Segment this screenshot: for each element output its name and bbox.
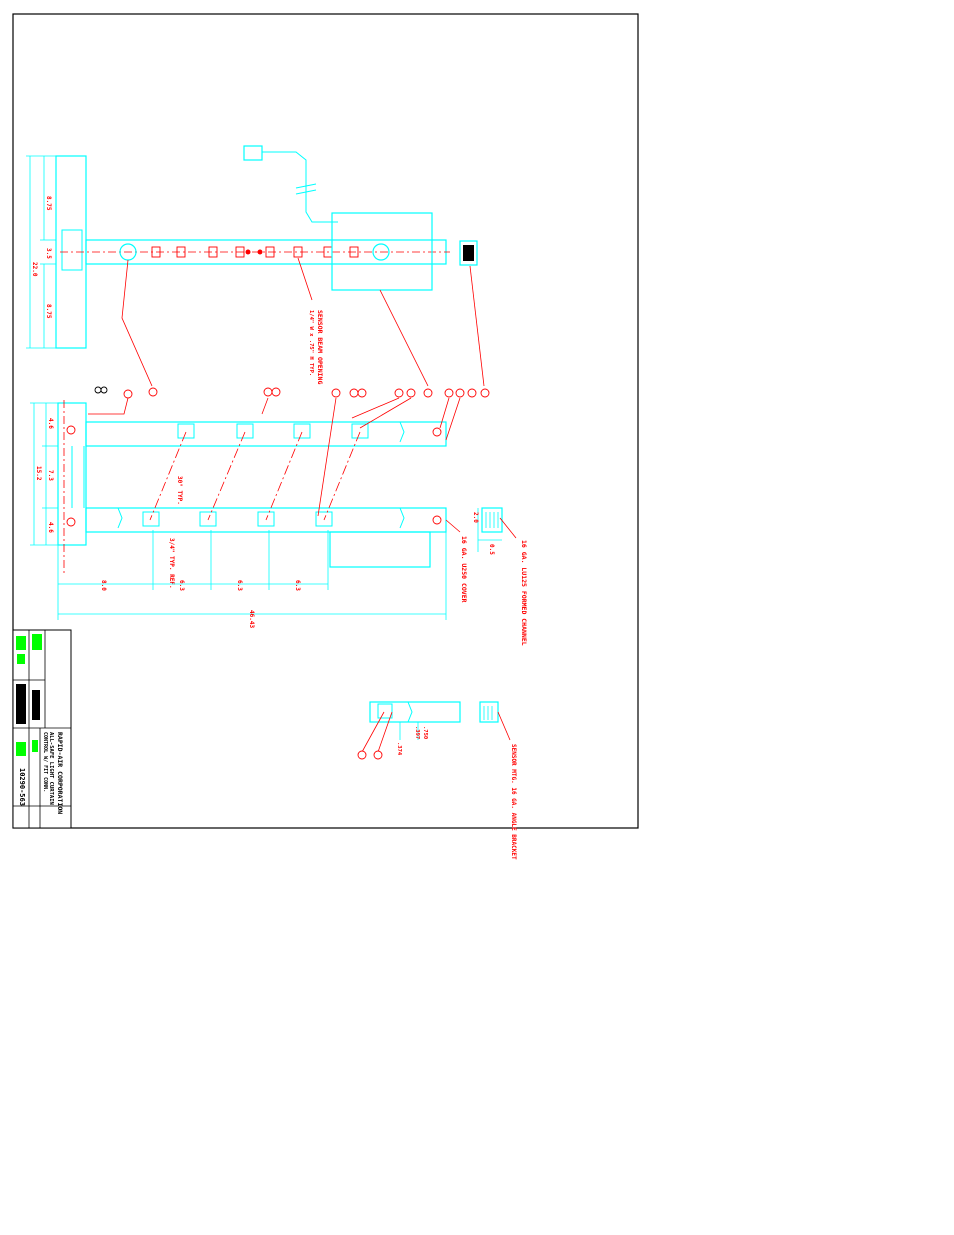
balloon bbox=[467, 388, 477, 398]
angle-typ-label: 30° TYP. bbox=[176, 476, 183, 505]
indicator-led-1 bbox=[245, 249, 251, 255]
top-dimensions bbox=[26, 155, 56, 349]
dim-width-b: 4.6 bbox=[47, 522, 54, 533]
dim-width-mid: 7.3 bbox=[47, 470, 54, 481]
balloon bbox=[349, 388, 359, 398]
dim-top-a: 8.75 bbox=[45, 196, 52, 211]
dim-width-total: 15.2 bbox=[35, 466, 42, 481]
balloon bbox=[331, 388, 341, 398]
bracket-profile bbox=[479, 701, 499, 723]
balloon bbox=[357, 388, 367, 398]
lower-sensors bbox=[142, 511, 333, 527]
end-bracket-top-inner bbox=[61, 229, 83, 271]
title-block bbox=[12, 629, 72, 829]
control-box bbox=[331, 212, 433, 291]
sensor-beam-label: SENSOR BEAM OPENING bbox=[316, 310, 324, 384]
indicator-led-2 bbox=[257, 249, 263, 255]
drawing-number: 10290-563 bbox=[18, 768, 26, 806]
title-sub: CONTROL W/ FIT CONN. bbox=[42, 732, 48, 792]
upper-sensors bbox=[177, 423, 369, 439]
balloon bbox=[455, 388, 465, 398]
rail-hole-lower bbox=[432, 515, 442, 525]
dim-seg3: 6.3 bbox=[236, 580, 243, 591]
balloon bbox=[423, 388, 433, 398]
drawing-border bbox=[12, 13, 639, 829]
dim-seg4: 6.3 bbox=[294, 580, 301, 591]
cable-break bbox=[295, 183, 317, 195]
channel-detail bbox=[477, 507, 517, 552]
balloon bbox=[357, 750, 367, 760]
balloon bbox=[480, 388, 490, 398]
detail-rail bbox=[369, 701, 461, 723]
mount-hole-right bbox=[372, 243, 390, 261]
balloon-black-pair bbox=[94, 386, 108, 394]
sensor-openings bbox=[151, 246, 359, 258]
cover-label: 16 GA. U250 COVER bbox=[460, 536, 468, 603]
dim-detail-a: .750 bbox=[422, 726, 428, 739]
balloon bbox=[271, 387, 281, 397]
dim-detail-c: .374 bbox=[396, 742, 402, 756]
balloon bbox=[123, 389, 133, 399]
balloon bbox=[444, 388, 454, 398]
channel-label: 16 GA. LU125 FORMED CHANNEL bbox=[520, 540, 528, 646]
dim-small-b: 0.5 bbox=[488, 544, 495, 555]
balloon bbox=[148, 387, 158, 397]
front-leaders bbox=[88, 397, 461, 533]
dim-top-b: 8.75 bbox=[45, 304, 52, 319]
front-view-assembly bbox=[57, 400, 447, 575]
top-view-assembly bbox=[55, 145, 478, 349]
channel-profile bbox=[481, 507, 503, 533]
dim-top-mid: 3.5 bbox=[45, 248, 52, 259]
title-company: RAPID-AIR CORPORATION bbox=[56, 732, 64, 814]
beam-lines bbox=[149, 431, 361, 521]
bottom-dimensions bbox=[57, 530, 447, 620]
front-dimensions-left bbox=[30, 402, 58, 546]
balloon bbox=[406, 388, 416, 398]
detail-leaders bbox=[361, 711, 511, 753]
dim-seg1: 8.0 bbox=[100, 580, 107, 591]
rail-hole-upper bbox=[432, 427, 442, 437]
bracket-hatch bbox=[483, 706, 493, 720]
detail-break bbox=[407, 701, 413, 723]
dim-detail-b: .397 bbox=[414, 726, 420, 739]
end-connector-inner bbox=[463, 245, 474, 261]
sensor-beam-leader bbox=[297, 257, 313, 301]
lower-detail bbox=[357, 701, 511, 760]
ref-typ-label: 3/4" TYP. REF. bbox=[168, 538, 175, 589]
sensor-beam-sub: 1/4" W x .75" H TYP. bbox=[308, 310, 314, 376]
revision-marks bbox=[16, 634, 42, 756]
dim-seg2: 6.3 bbox=[178, 580, 185, 591]
balloon-row bbox=[123, 387, 490, 399]
dim-small-a: 2.0 bbox=[472, 512, 479, 523]
bracket-label: SENSOR MTG. 16 GA. ANGLE BRACKET bbox=[510, 744, 517, 860]
break-marks bbox=[117, 421, 405, 529]
dim-width-a: 4.6 bbox=[47, 418, 54, 429]
top-leaders bbox=[121, 259, 485, 387]
detail-sensor bbox=[377, 703, 393, 719]
title-block-bars bbox=[16, 684, 40, 724]
dim-overall: 46.43 bbox=[248, 610, 255, 628]
end-plate bbox=[57, 402, 87, 546]
channel-leader bbox=[499, 517, 517, 539]
channel-hatch bbox=[485, 512, 499, 528]
lower-cover bbox=[329, 531, 431, 568]
rail-hole-end-lower bbox=[66, 517, 76, 527]
balloon bbox=[373, 750, 383, 760]
title-main: ALL-SAFE LIGHT CURTAIN bbox=[48, 732, 54, 805]
balloon bbox=[394, 388, 404, 398]
upper-rail bbox=[85, 421, 447, 447]
connector-plug bbox=[243, 145, 263, 161]
balloon bbox=[263, 387, 273, 397]
rail-hole-end-upper bbox=[66, 425, 76, 435]
dim-top-total: 22.0 bbox=[31, 262, 38, 277]
